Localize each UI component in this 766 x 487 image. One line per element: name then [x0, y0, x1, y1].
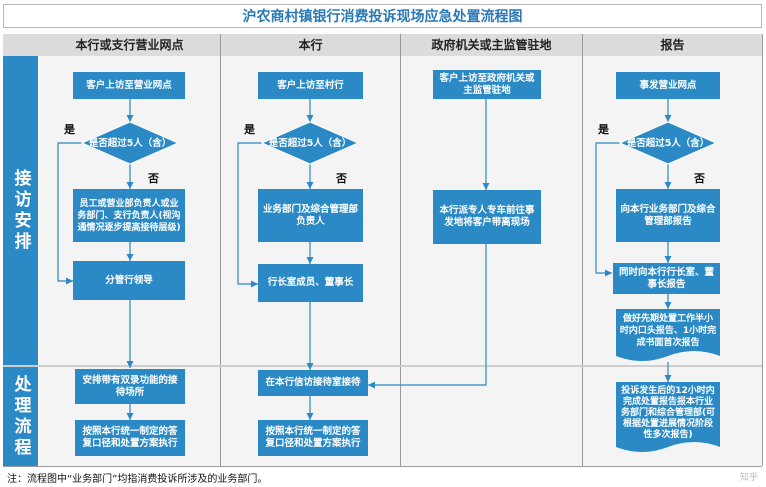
gov-dispatch-box: 本行派专人专车前往事发地将客户带离现场	[433, 190, 541, 244]
column-header-bank: 本行	[221, 34, 400, 56]
branch-arrange-box: 安排带有双录功能的接待场所	[75, 369, 185, 404]
report-dept-box: 向本行业务部门及综合管理部报告	[616, 189, 720, 242]
report-no-label: 否	[694, 172, 705, 185]
branch-yes-label: 是	[64, 123, 75, 136]
report-decision-label: 是否超过5人（含）	[626, 138, 710, 149]
row-header-processing: 处理流程	[3, 367, 38, 466]
report-final-document: 投诉发生后的12小时内完成处置报告报本行业务部门和综合管理部(可根据处置进展情况…	[620, 385, 716, 440]
branch-start-box: 客户上访至营业网点	[73, 72, 185, 99]
report-yes-label: 是	[598, 123, 609, 136]
bank-dept-box: 业务部门及综合管理部负责人	[258, 189, 363, 242]
branch-staff-box: 员工或营业部负责人或业务部门、支行负责人(视沟通情况逐步提高接待层级)	[73, 189, 185, 242]
bank-reception-box: 在本行信访接待室接待	[258, 370, 368, 396]
report-first-document: 做好先期处置工作半小时内口头报告、1小时完成书面首次报告	[619, 314, 717, 348]
row-separator	[3, 365, 762, 367]
column-header-report: 报告	[583, 34, 762, 56]
bank-decision-label: 是否超过5人（含）	[268, 138, 352, 149]
watermark: 知乎	[739, 473, 758, 483]
branch-no-label: 否	[148, 172, 159, 185]
branch-decision-label: 是否超过5人（含）	[88, 138, 172, 149]
branch-handle-box: 按照本行统一制定的答复口径和处置方案执行	[75, 420, 185, 456]
bank-no-label: 否	[336, 172, 347, 185]
row-header-reception: 接访安排	[3, 56, 38, 365]
bank-start-box: 客户上访至村行	[258, 72, 363, 99]
bank-handle-box: 按照本行统一制定的答复口径和处置方案执行	[258, 420, 368, 456]
bank-yes-label: 是	[244, 123, 255, 136]
column-header-gov: 政府机关或主监管驻地	[401, 34, 582, 56]
gov-start-box: 客户上访至政府机关或主监管驻地	[433, 70, 541, 99]
lane-gov	[401, 56, 582, 466]
branch-leader-box: 分管行领导	[73, 261, 185, 300]
footnote: 注：流程图中“业务部门”均指消费投诉所涉及的业务部门。	[7, 474, 268, 485]
chart-title: 沪农商村镇银行消费投诉现场应急处置流程图	[3, 4, 762, 28]
column-header-branch: 本行或支行营业网点	[39, 34, 220, 56]
report-start-box: 事发营业网点	[616, 72, 720, 99]
bank-leader-box: 行长室成员、董事长	[258, 264, 363, 302]
report-leader-box: 同时向本行行长室、董事长报告	[613, 263, 720, 294]
